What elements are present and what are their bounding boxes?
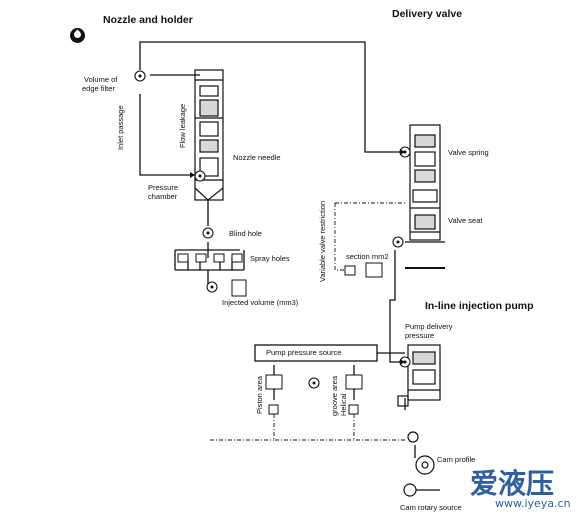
arrowheads [190,149,405,365]
piston-area-label: Piston area [255,376,264,414]
node-dots [138,74,407,385]
edge-filter-label-2: edge filter [82,84,115,93]
high-pressure-line [139,41,405,153]
valve-seat-label: Valve seat [448,216,483,225]
pump-pressure-source-label: Pump pressure source [266,348,342,357]
section-label: section mm2 [346,252,389,261]
delivery-section-title: Delivery valve [392,8,463,20]
injected-volume-label: Injected volume (mm3) [222,298,299,307]
drop-icon [70,28,85,43]
helical-groove-label-2: groove area [330,375,339,416]
spray-holes-label: Spray holes [250,254,290,263]
pressure-chamber-label-1: Pressure [148,183,179,192]
helical-groove-label-1: Helical [339,393,348,416]
pump-delivery-label-2: pressure [405,331,435,340]
cam-assembly [403,431,440,497]
pump-delivery-label-1: Pump delivery [405,322,453,331]
watermark-url: www.iyeya.cn [495,497,571,510]
delivery-valve-body [405,124,445,269]
pump-section-title: In-line injection pump [425,300,534,312]
nozzle-needle-label: Nozzle needle [233,153,281,162]
nozzle-section-title: Nozzle and holder [103,14,193,26]
valve-spring-label: Valve spring [448,148,489,157]
pressure-chamber-label-2: chamber [148,192,178,201]
pressure-nodes [134,70,411,389]
variable-restriction-label: Variable valve restriction [318,200,327,282]
nozzle-holder-body [194,69,224,201]
pump-element-body [397,344,441,407]
component-boxes [177,253,383,415]
cam-rotary-source-label: Cam rotary source [400,503,462,512]
inlet-passage-line [139,94,195,176]
watermark-chinese: 爱液压 [470,467,555,500]
inlet-passage-label: Inlet passage [116,105,125,150]
blind-hole-label: Blind hole [229,229,262,238]
cam-profile-label: Cam profile [437,455,476,464]
flow-leakage-label: Flow leakage [178,103,187,148]
edge-filter-label-1: Volume of [84,75,118,84]
